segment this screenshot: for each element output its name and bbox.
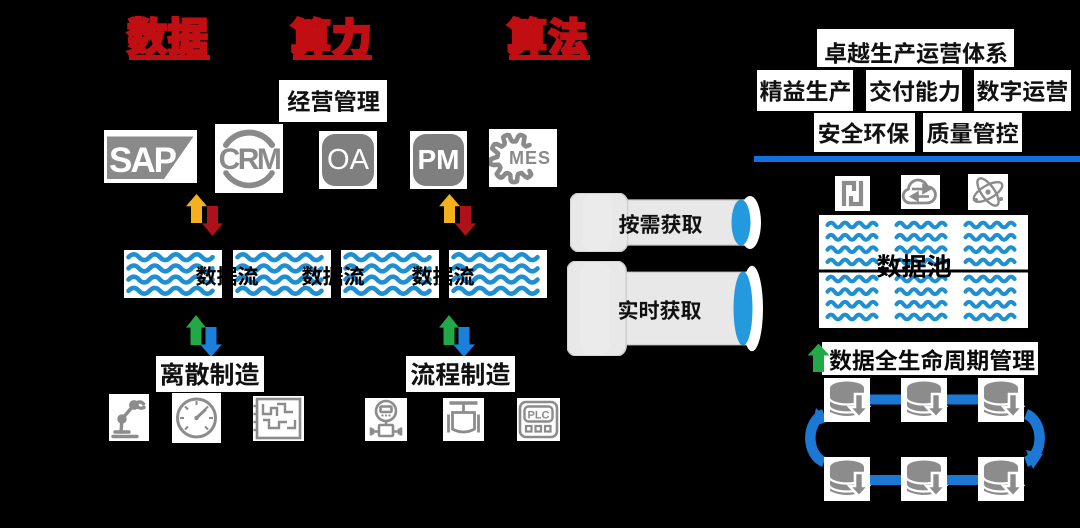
svg-text:MES: MES xyxy=(509,148,551,168)
svg-text:CRM: CRM xyxy=(219,143,280,176)
svg-text:PLC: PLC xyxy=(528,410,550,422)
svg-text:SAP: SAP xyxy=(109,141,177,180)
